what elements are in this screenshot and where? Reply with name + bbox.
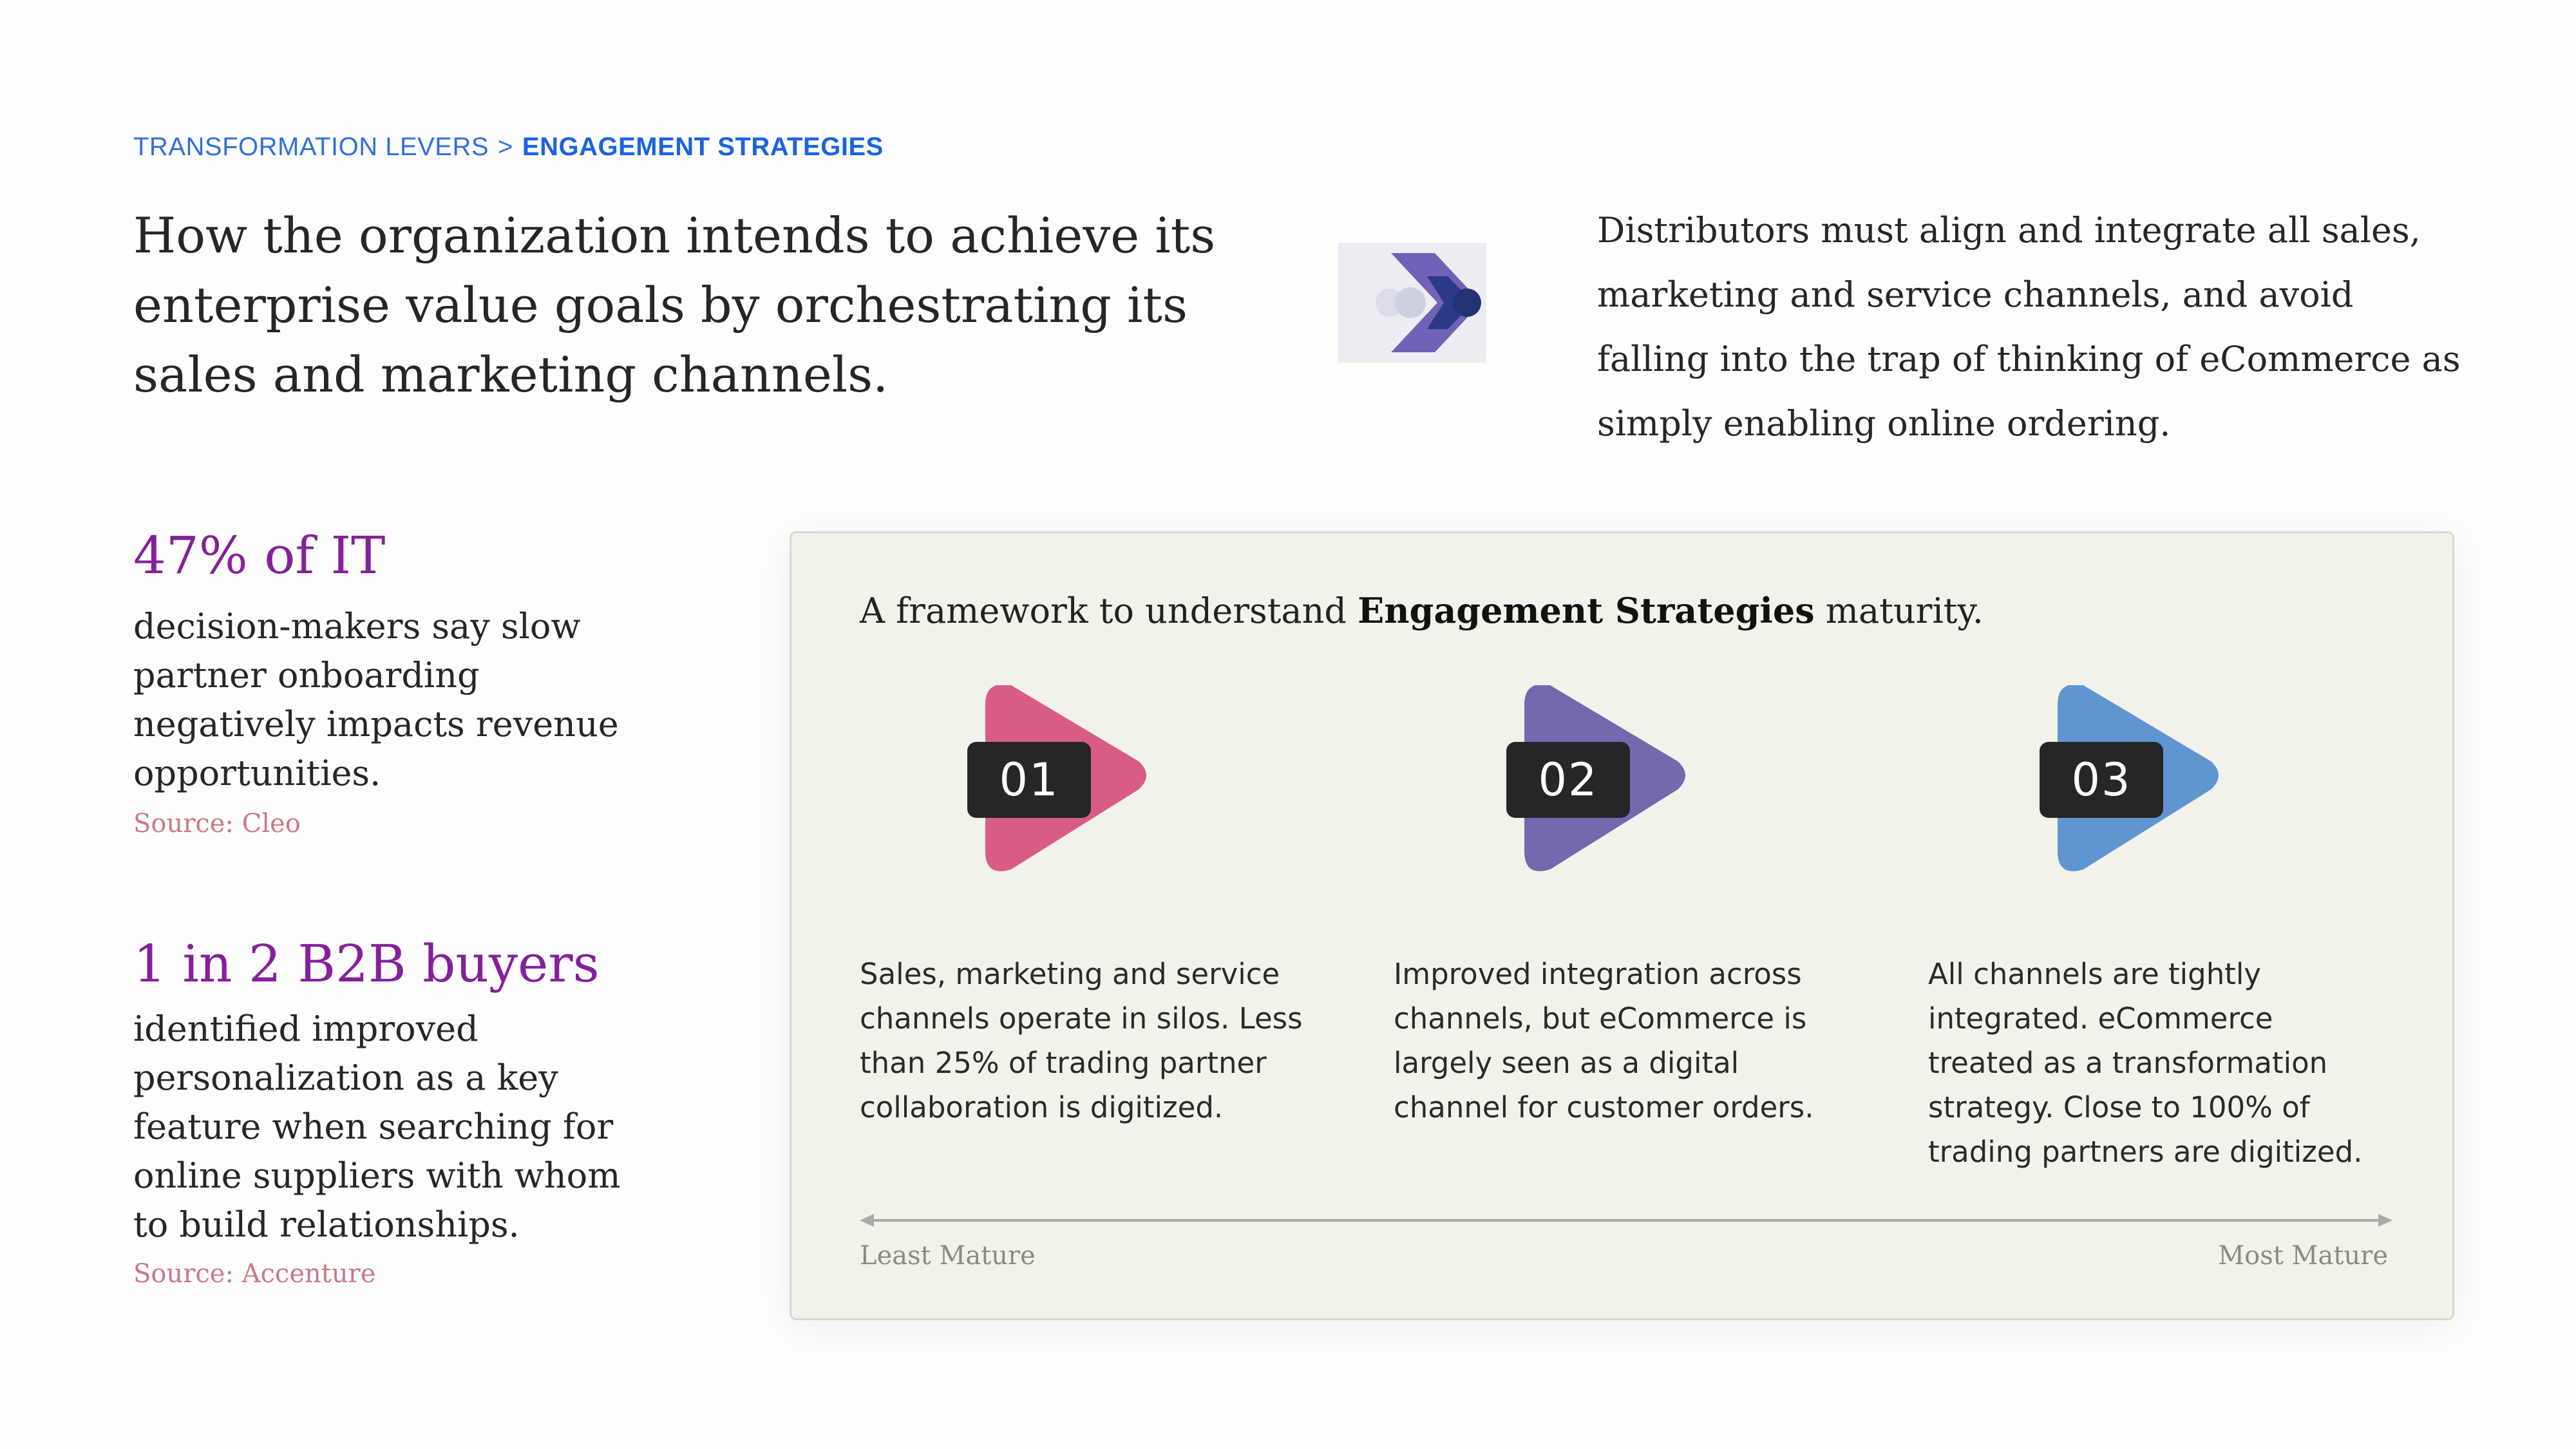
- axis-label-least-mature: Least Mature: [860, 1241, 1036, 1271]
- chevron-arrow-logo-icon: [1338, 243, 1486, 363]
- maturity-axis-arrow: [860, 1214, 2392, 1227]
- stage-marker: 03: [2040, 685, 2246, 878]
- framework-heading: A framework to understand Engagement Str…: [860, 588, 1984, 634]
- breadcrumb: TRANSFORMATION LEVERS > ENGAGEMENT STRATEG…: [133, 133, 884, 162]
- stage-description: Improved integration across channels, bu…: [1394, 957, 1814, 1124]
- stat-source: Source: Accenture: [133, 1259, 376, 1289]
- framework-heading-prefix: A framework to understand: [860, 591, 1358, 631]
- axis-label-most-mature: Most Mature: [2218, 1241, 2388, 1271]
- breadcrumb-parent[interactable]: TRANSFORMATION LEVERS: [133, 133, 489, 161]
- stage-number: 02: [1506, 742, 1630, 818]
- framework-panel: A framework to understand Engagement Str…: [790, 531, 2454, 1320]
- stat-description: identified improved personalization as a…: [133, 1009, 621, 1245]
- breadcrumb-separator: >: [498, 133, 513, 161]
- framework-heading-suffix: maturity.: [1814, 591, 1984, 631]
- intro-paragraph: Distributors must align and integrate al…: [1597, 210, 2461, 444]
- stat-source: Source: Cleo: [133, 809, 301, 838]
- stat-headline: 47% of IT: [133, 526, 386, 585]
- stage-marker: 02: [1506, 685, 1712, 878]
- stat-headline: 1 in 2 B2B buyers: [133, 934, 600, 994]
- stage-description: All channels are tightly integrated. eCo…: [1928, 957, 2363, 1169]
- page-title: How the organization intends to achieve …: [133, 207, 1216, 403]
- breadcrumb-current: ENGAGEMENT STRATEGIES: [522, 133, 884, 161]
- stage-number: 01: [967, 742, 1091, 818]
- stat-description: decision-makers say slow partner onboard…: [133, 606, 619, 793]
- stage-marker: 01: [967, 685, 1173, 878]
- stage-description: Sales, marketing and service channels op…: [860, 957, 1303, 1124]
- framework-heading-bold: Engagement Strategies: [1358, 590, 1815, 631]
- stage-number: 03: [2040, 742, 2163, 818]
